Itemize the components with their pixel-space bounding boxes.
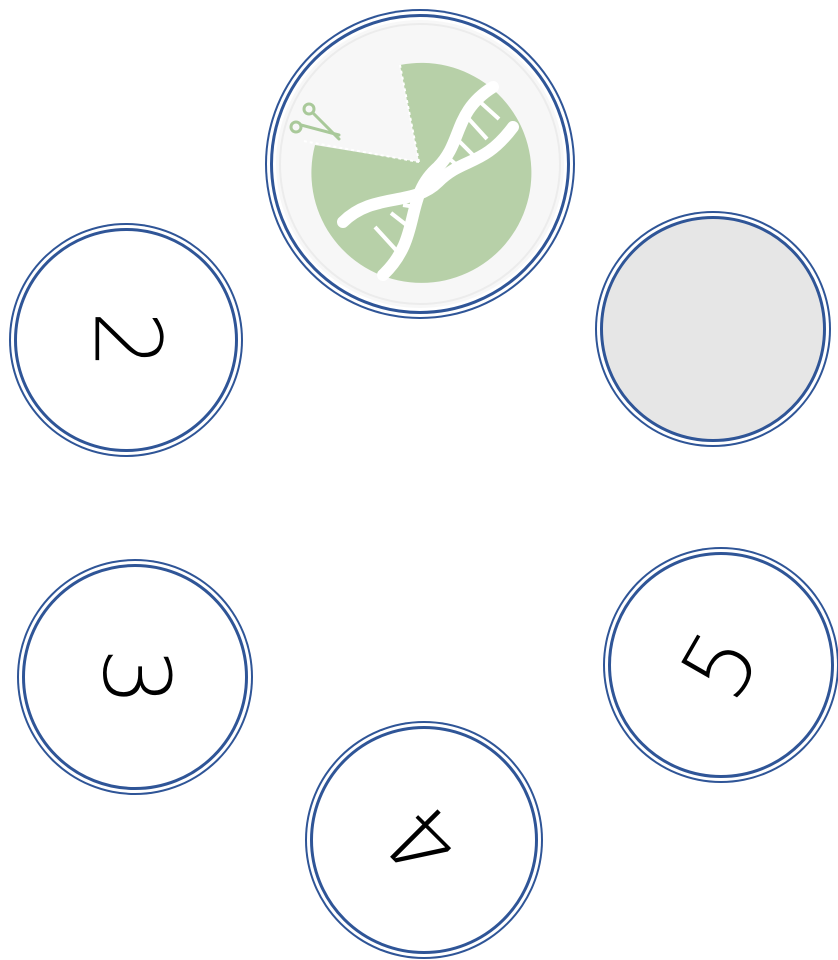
empty-step-circle [600, 216, 826, 442]
step-4-label: 4 [371, 787, 477, 893]
step-5-circle: 5 [608, 552, 834, 778]
dna-editing-circle [270, 14, 570, 314]
step-5-label: 5 [667, 617, 776, 714]
step-3-circle: 3 [22, 564, 248, 790]
step-4-circle: 4 [310, 726, 538, 954]
step-2-label: 2 [80, 311, 172, 370]
dna-scissors-icon [273, 17, 567, 311]
step-2-circle: 2 [14, 228, 238, 452]
step-3-label: 3 [89, 648, 181, 707]
